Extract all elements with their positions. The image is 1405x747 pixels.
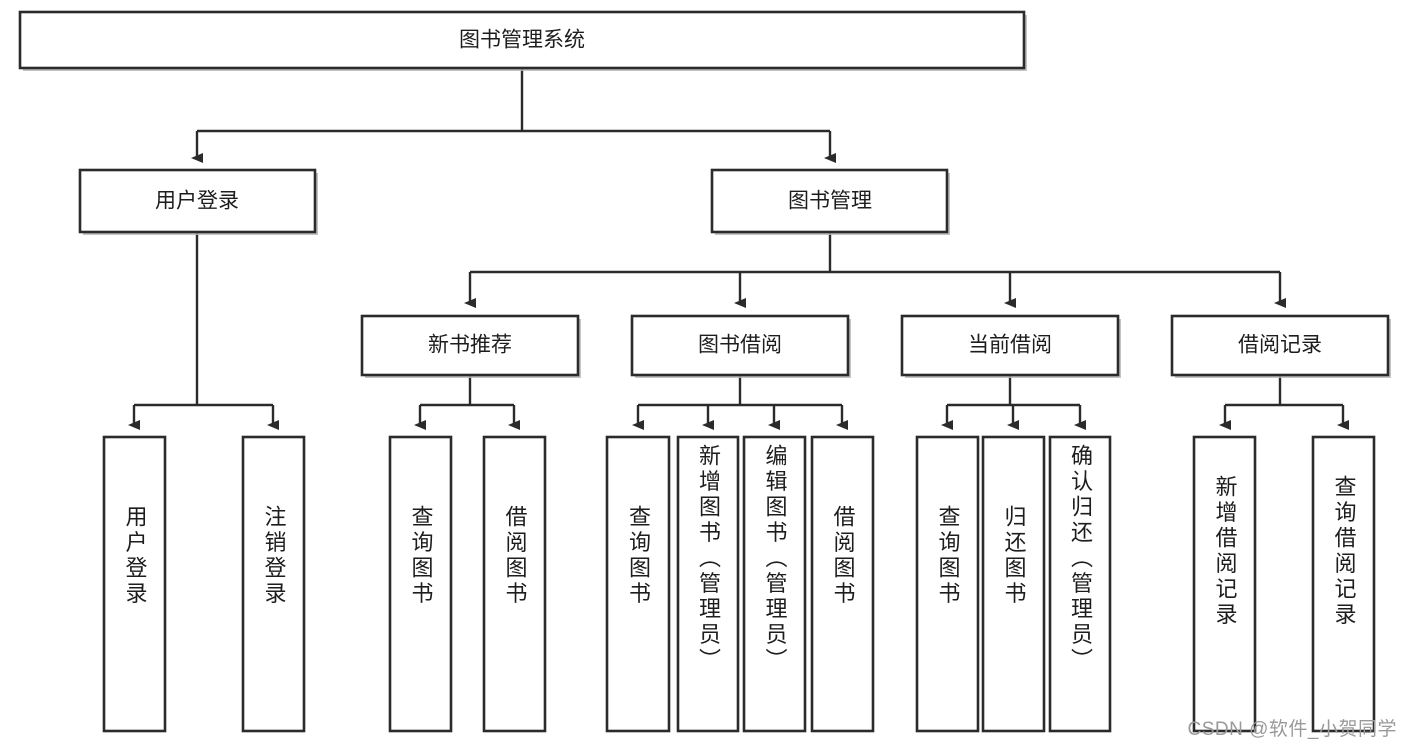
- leaf-box-book-borrow-0[interactable]: [605, 435, 671, 733]
- node-book-manage[interactable]: 图书管理: [710, 168, 950, 235]
- node-borrow-record-label: 借阅记录: [1238, 334, 1322, 357]
- node-new-book-recommend[interactable]: 新书推荐: [360, 314, 581, 378]
- leaf-box-borrow-record-1[interactable]: [1311, 435, 1376, 733]
- connectors-group: [128, 68, 1349, 430]
- node-borrow-record[interactable]: 借阅记录: [1170, 314, 1391, 378]
- node-new-book-rect[interactable]: [360, 314, 580, 377]
- node-book-manage-rect[interactable]: [710, 168, 949, 234]
- leaf-box-book-borrow-1[interactable]: [676, 435, 740, 733]
- leaf-box-user-login-1[interactable]: [241, 435, 306, 733]
- leaf-box-new-book-1[interactable]: [482, 435, 547, 733]
- node-book-borrow[interactable]: 图书借阅: [630, 314, 851, 378]
- leaf-box-current-borrow-0[interactable]: [915, 435, 980, 733]
- node-user-login-rect[interactable]: [78, 168, 317, 234]
- node-root-label: 图书管理系统: [459, 29, 585, 52]
- node-book-manage-label: 图书管理: [788, 190, 872, 213]
- leaf-box-user-login-0[interactable]: [102, 435, 167, 733]
- leaf-boxes-group: [102, 435, 1376, 733]
- node-book-borrow-rect[interactable]: [630, 314, 850, 377]
- node-new-book-label: 新书推荐: [428, 334, 512, 357]
- node-current-borrow[interactable]: 当前借阅: [900, 314, 1121, 378]
- node-borrow-record-rect[interactable]: [1170, 314, 1390, 377]
- leaf-box-book-borrow-2[interactable]: [742, 435, 807, 733]
- leaf-box-current-borrow-2[interactable]: [1048, 435, 1112, 733]
- node-user-login-label: 用户登录: [155, 190, 239, 213]
- node-root-rect[interactable]: [18, 10, 1026, 70]
- leaf-box-current-borrow-1[interactable]: [981, 435, 1046, 733]
- leaf-box-new-book-0[interactable]: [388, 435, 453, 733]
- node-current-borrow-rect[interactable]: [900, 314, 1120, 377]
- node-book-borrow-label: 图书借阅: [698, 334, 782, 357]
- watermark-label: CSDN @软件_小贺同学: [1187, 719, 1397, 740]
- node-root[interactable]: 图书管理系统: [18, 10, 1027, 71]
- leaf-box-book-borrow-3[interactable]: [810, 435, 875, 733]
- leaf-box-borrow-record-0[interactable]: [1192, 435, 1257, 733]
- node-current-borrow-label: 当前借阅: [968, 334, 1052, 357]
- node-user-login[interactable]: 用户登录: [78, 168, 318, 235]
